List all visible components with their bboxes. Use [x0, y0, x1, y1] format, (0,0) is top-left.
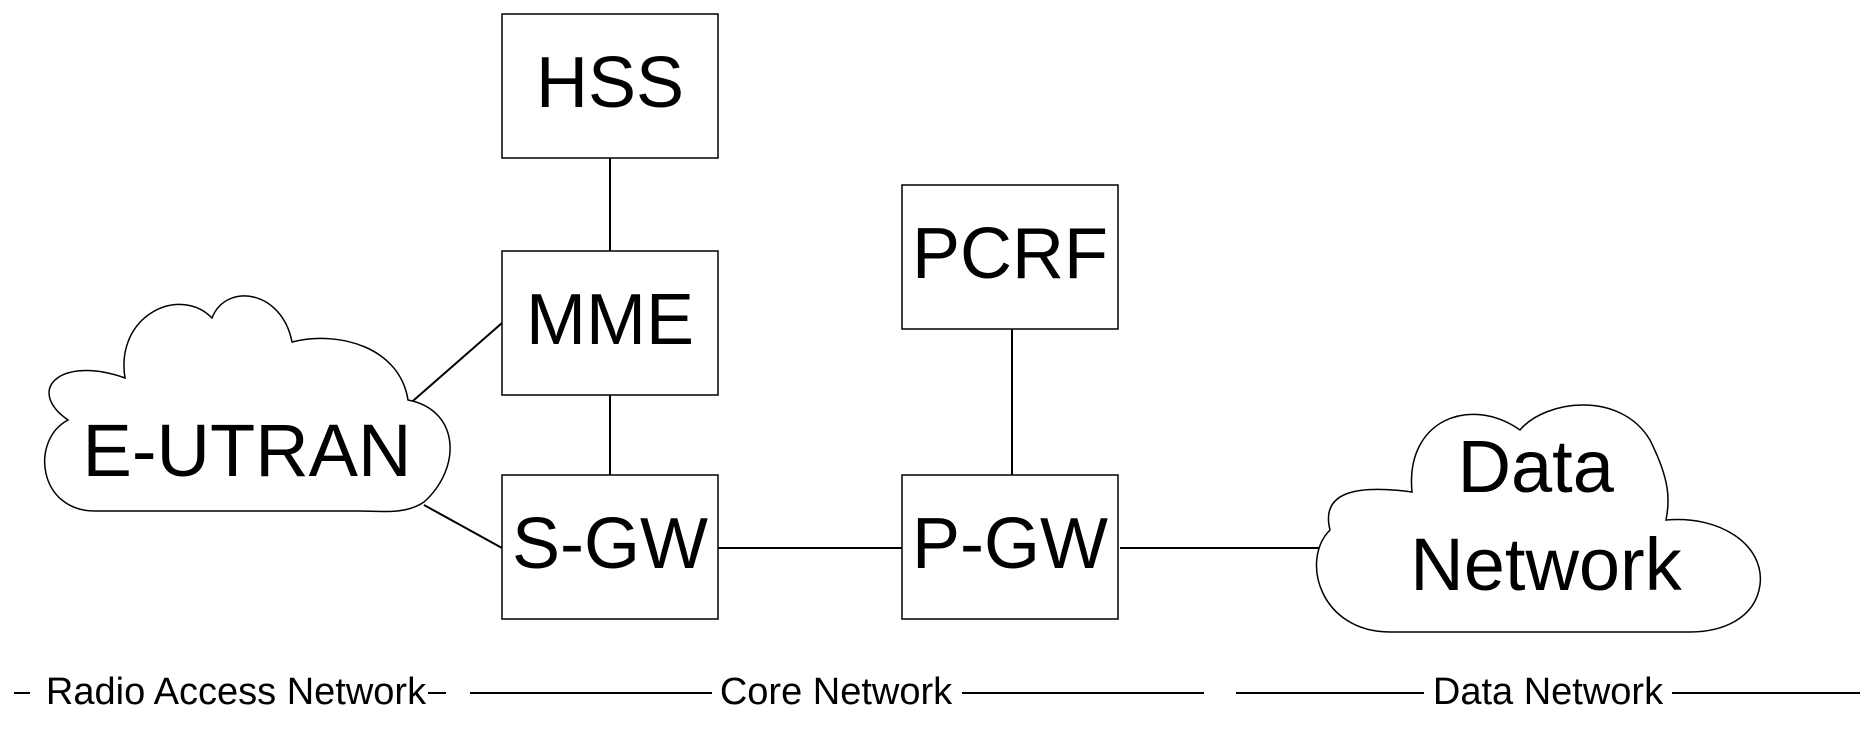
- eutran-cloud-shape: [43, 295, 451, 513]
- node-pgw: P-GW: [901, 474, 1119, 620]
- region-core: Core Network: [470, 671, 1204, 713]
- data-network-label: Data Network: [1410, 425, 1682, 606]
- sgw-label: S-GW: [512, 504, 708, 584]
- connections: [405, 158, 1322, 549]
- pgw-label: P-GW: [912, 504, 1108, 584]
- eutran-label-line: E-UTRAN: [83, 409, 412, 492]
- data-network-label-line-1: Data: [1458, 425, 1615, 508]
- region-core-label: Core Network: [720, 671, 953, 713]
- data-network-cloud: Data Network: [1315, 404, 1762, 633]
- link-eutran-sgw: [423, 504, 503, 549]
- hss-box: [501, 13, 719, 159]
- pcrf-label: PCRF: [912, 214, 1108, 294]
- eutran-label: E-UTRAN: [83, 409, 412, 492]
- link-eutran-mme: [405, 322, 503, 408]
- pcrf-box: [901, 184, 1119, 330]
- region-radio-access-label: Radio Access Network: [46, 671, 427, 713]
- node-mme: MME: [501, 250, 719, 396]
- mme-box: [501, 250, 719, 396]
- hss-label: HSS: [536, 43, 684, 123]
- eutran-cloud: E-UTRAN: [43, 295, 451, 513]
- node-pcrf: PCRF: [901, 184, 1119, 330]
- data-network-cloud-shape: [1315, 404, 1762, 633]
- mme-label: MME: [526, 280, 694, 360]
- node-sgw: S-GW: [501, 474, 719, 620]
- pgw-box: [901, 474, 1119, 620]
- region-data: Data Network: [1236, 671, 1860, 713]
- sgw-box: [501, 474, 719, 620]
- region-radio-access: Radio Access Network: [14, 671, 446, 713]
- data-network-label-line-2: Network: [1410, 523, 1682, 606]
- region-data-label: Data Network: [1433, 671, 1664, 713]
- node-hss: HSS: [501, 13, 719, 159]
